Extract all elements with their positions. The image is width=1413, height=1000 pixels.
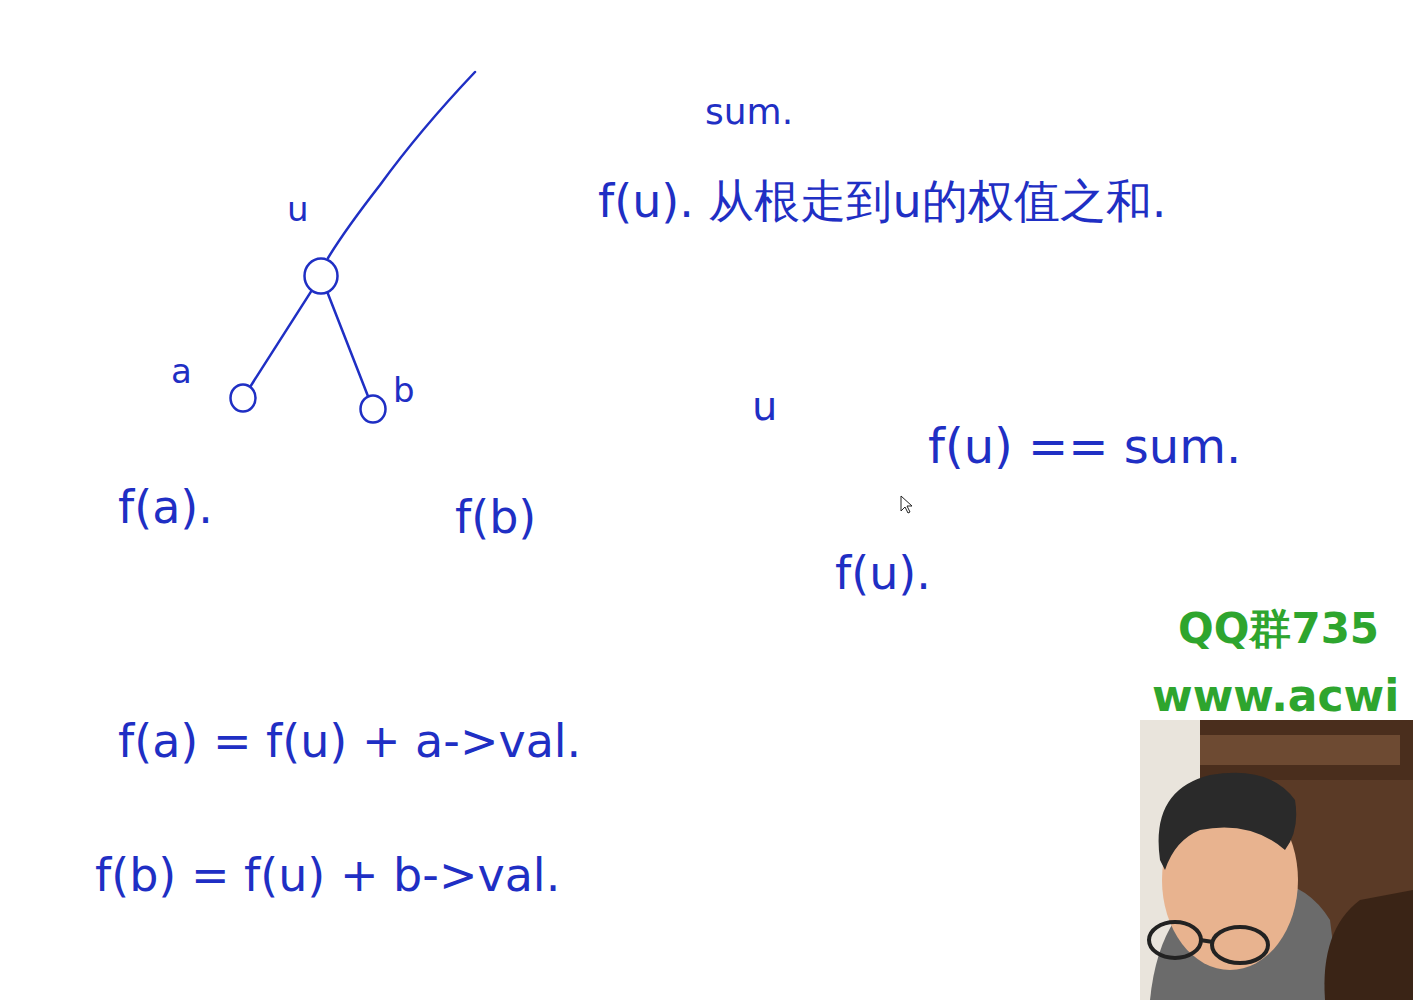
tree-node: b <box>359 395 387 423</box>
watermark: QQ群735 <box>1178 606 1379 652</box>
node-name: u <box>287 192 309 226</box>
watermark: www.acwi <box>1152 672 1399 720</box>
condition-formula: f(u) == sum. <box>928 420 1241 473</box>
presenter-photo <box>1140 720 1413 1000</box>
tree-node: a <box>229 384 257 412</box>
function-note: f(b) <box>455 492 536 543</box>
sum-note: sum. <box>705 92 793 132</box>
node-circle <box>303 258 339 294</box>
mouse-cursor <box>901 496 912 513</box>
recurrence-formula: f(b) = f(u) + b->val. <box>95 850 560 901</box>
node-circle <box>229 384 257 412</box>
node-name: b <box>393 373 415 407</box>
function-note: f(u). <box>835 548 931 599</box>
definition-note: f(u). 从根走到u的权值之和. <box>598 176 1166 227</box>
recurrence-formula: f(a) = f(u) + a->val. <box>118 716 581 767</box>
node-name: a <box>171 354 192 388</box>
node-name-note: u <box>752 384 777 428</box>
node-circle <box>359 395 387 423</box>
tree-edge <box>328 293 368 396</box>
tree-node: u <box>303 258 339 294</box>
root-path-line <box>328 72 475 258</box>
function-note: f(a). <box>118 482 213 533</box>
tree-edge <box>251 291 312 386</box>
